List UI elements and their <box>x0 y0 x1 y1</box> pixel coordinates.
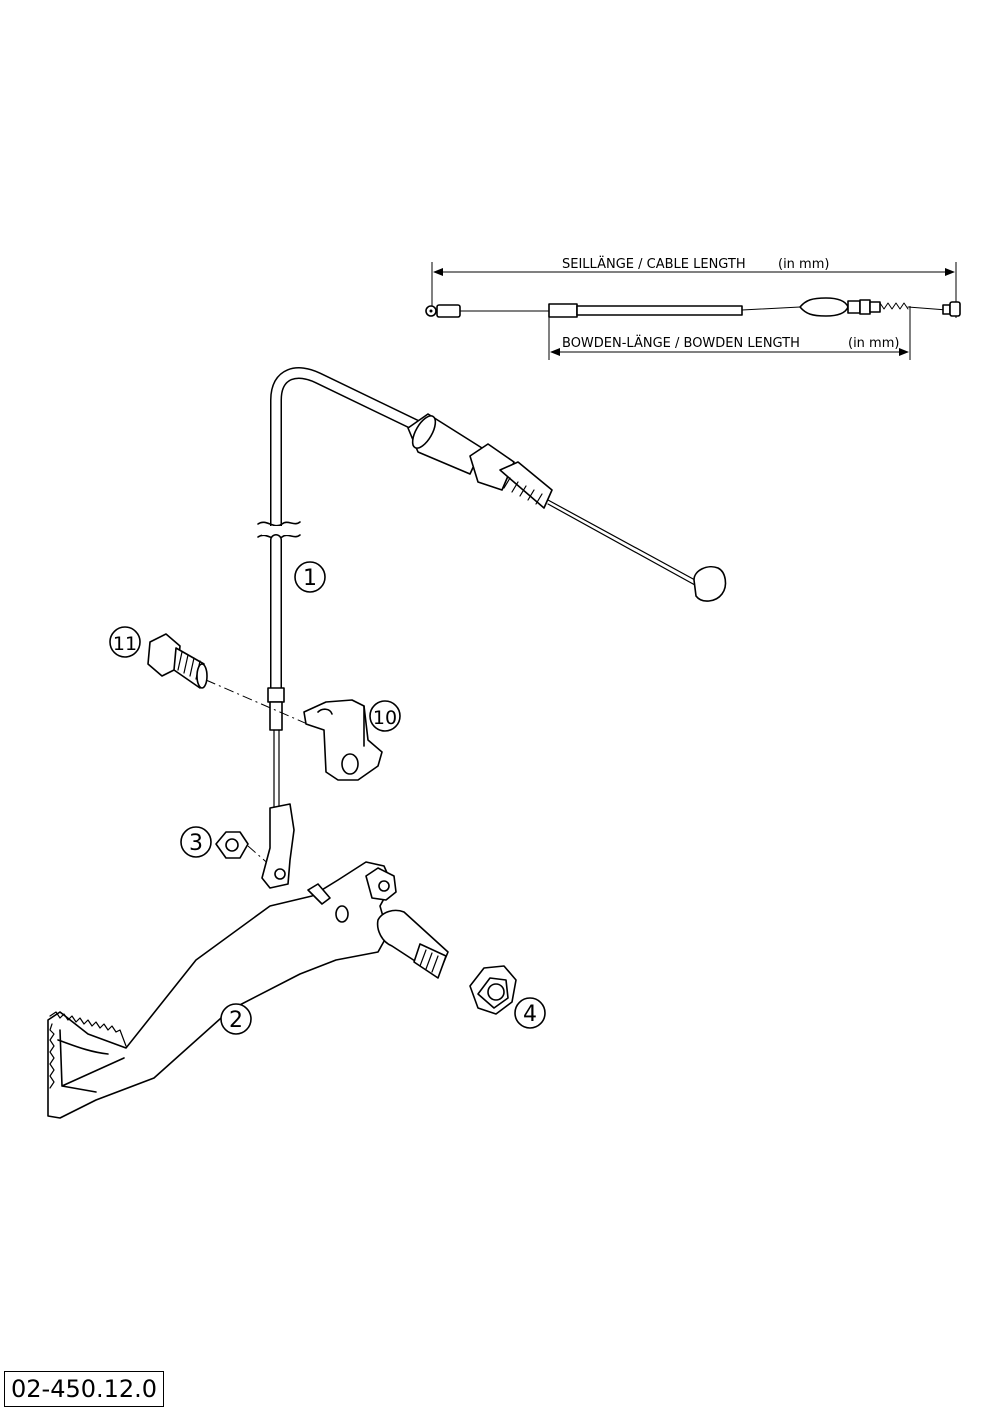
callout-4: 4 <box>514 997 546 1029</box>
cable-length-unit: (in mm) <box>778 257 829 272</box>
callout-10: 10 <box>369 700 401 732</box>
flange-nut <box>469 965 517 1015</box>
callout-3: 3 <box>180 826 212 858</box>
callout-2: 2 <box>220 1003 252 1035</box>
brake-pedal <box>47 803 449 1119</box>
svg-text:3: 3 <box>189 831 203 856</box>
svg-text:11: 11 <box>113 633 137 655</box>
svg-text:4: 4 <box>523 1002 537 1027</box>
svg-text:2: 2 <box>229 1008 243 1033</box>
svg-text:1: 1 <box>303 566 317 591</box>
svg-text:10: 10 <box>373 707 397 729</box>
callout-1: 1 <box>294 561 326 593</box>
bowden-length-unit: (in mm) <box>848 336 899 351</box>
bolt <box>147 633 208 689</box>
callout-11: 11 <box>109 626 141 658</box>
lock-nut-small <box>215 831 249 859</box>
bolt-assembly-centerline <box>205 679 313 727</box>
cable-dimension-figure: SEILLÄNGE / CABLE LENGTH (in mm) BOWDEN-… <box>425 256 961 360</box>
cable-bracket <box>303 699 383 781</box>
bowden-cable <box>257 367 727 809</box>
drawing-number: 02-450.12.0 <box>4 1371 165 1407</box>
bowden-length-label: BOWDEN-LÄNGE / BOWDEN LENGTH <box>562 335 800 351</box>
cable-length-label: SEILLÄNGE / CABLE LENGTH <box>562 256 746 272</box>
